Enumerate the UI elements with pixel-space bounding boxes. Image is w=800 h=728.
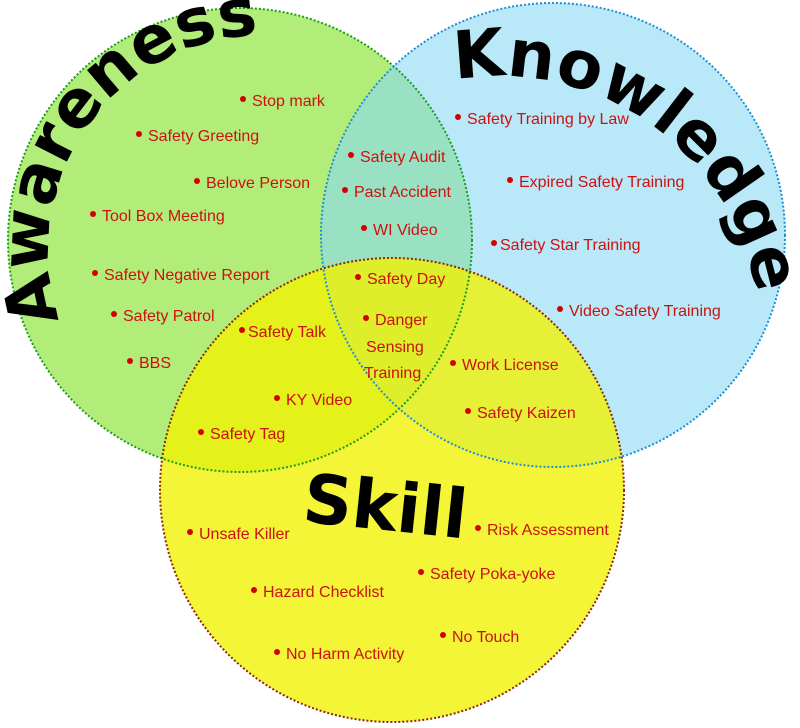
- item-past-accident: Past Accident: [354, 184, 452, 201]
- item-work-license: Work License: [462, 357, 559, 374]
- item-safety-star-training: Safety Star Training: [500, 237, 641, 254]
- bullet-icon: [440, 632, 446, 638]
- bullet-icon: [507, 177, 513, 183]
- skill-title: Skill: [300, 460, 471, 556]
- item-no-touch: No Touch: [452, 629, 519, 646]
- bullet-icon: [251, 587, 257, 593]
- bullet-icon: [465, 408, 471, 414]
- item-safety-talk: Safety Talk: [248, 324, 327, 341]
- bullet-icon: [491, 240, 497, 246]
- item-danger-sensing-line-3: Training: [364, 365, 421, 382]
- item-belove-person: Belove Person: [206, 175, 310, 192]
- bullet-icon: [240, 96, 246, 102]
- item-ky-video: KY Video: [286, 392, 352, 409]
- awareness-circle-outline: [7, 7, 473, 473]
- bullet-icon: [194, 178, 200, 184]
- item-unsafe-killer: Unsafe Killer: [199, 526, 290, 543]
- item-safety-audit: Safety Audit: [360, 149, 446, 166]
- item-bbs: BBS: [139, 355, 171, 372]
- bullet-icon: [274, 649, 280, 655]
- bullet-icon: [450, 360, 456, 366]
- item-safety-greeting: Safety Greeting: [148, 128, 259, 145]
- item-safety-negative-report: Safety Negative Report: [104, 267, 270, 284]
- item-video-safety-training: Video Safety Training: [569, 303, 721, 320]
- item-safety-tag: Safety Tag: [210, 426, 285, 443]
- bullet-icon: [187, 529, 193, 535]
- bullet-icon: [557, 306, 563, 312]
- bullet-icon: [239, 327, 245, 333]
- bullet-icon: [111, 311, 117, 317]
- bullet-icon: [198, 429, 204, 435]
- bullet-icon: [274, 395, 280, 401]
- item-safety-day: Safety Day: [367, 271, 445, 288]
- item-expired-safety-training: Expired Safety Training: [519, 174, 684, 191]
- bullet-icon: [355, 274, 361, 280]
- bullet-icon: [455, 114, 461, 120]
- bullet-icon: [90, 211, 96, 217]
- bullet-icon: [348, 152, 354, 158]
- item-wi-video: WI Video: [373, 222, 438, 239]
- bullet-icon: [342, 187, 348, 193]
- bullet-icon: [361, 225, 367, 231]
- item-risk-assessment: Risk Assessment: [487, 522, 609, 539]
- item-stop-mark: Stop mark: [252, 93, 326, 110]
- bullet-icon: [136, 131, 142, 137]
- item-safety-kaizen: Safety Kaizen: [477, 405, 576, 422]
- item-danger-sensing-line-1: Danger: [375, 312, 428, 329]
- skill-circle: [160, 258, 624, 722]
- bullet-icon: [363, 315, 369, 321]
- bullet-icon: [127, 358, 133, 364]
- bullet-icon: [418, 569, 424, 575]
- item-danger-sensing-line-2: Sensing: [366, 339, 424, 356]
- skill-circle-outline: [159, 257, 625, 723]
- item-safety-training-by-law: Safety Training by Law: [467, 111, 629, 128]
- bullet-icon: [475, 525, 481, 531]
- knowledge-circle-outline: [320, 2, 786, 468]
- bullet-icon: [92, 270, 98, 276]
- item-safety-patrol: Safety Patrol: [123, 308, 215, 325]
- item-tool-box-meeting: Tool Box Meeting: [102, 208, 225, 225]
- item-hazard-checklist: Hazard Checklist: [263, 584, 384, 601]
- item-safety-poka-yoke: Safety Poka-yoke: [430, 566, 556, 583]
- item-no-harm-activity: No Harm Activity: [286, 646, 404, 663]
